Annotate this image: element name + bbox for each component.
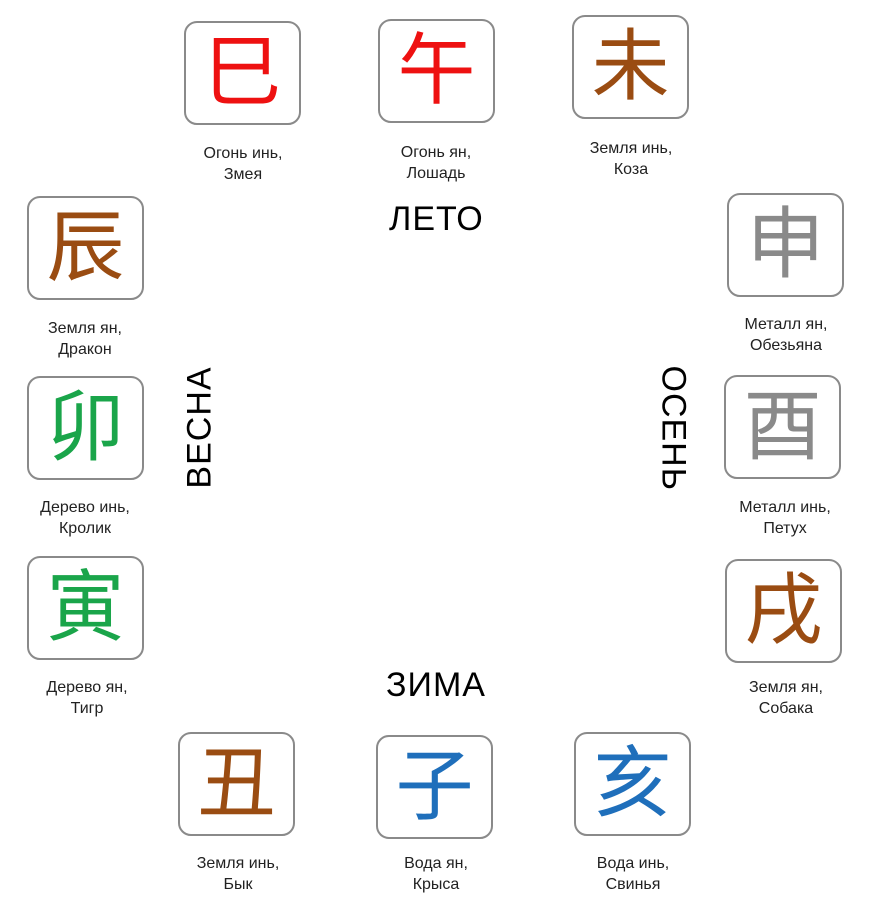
caption-line-2: Змея — [223, 166, 263, 183]
caption-line-2: Коза — [613, 161, 649, 178]
branch-caption-horse: Огонь ян, Лошадь — [356, 142, 516, 184]
branch-glyph-snake: 巳 — [203, 28, 282, 118]
season-summer: ЛЕТО — [389, 200, 484, 238]
branch-tile-rat: 子 — [376, 735, 493, 839]
caption-line-2: Дракон — [58, 341, 112, 358]
branch-tile-tiger: 寅 — [27, 556, 144, 660]
caption-line-2: Крыса — [412, 876, 460, 893]
caption-line-1: Дерево ян, — [46, 679, 128, 696]
caption-line-2: Бык — [223, 876, 253, 893]
caption-line-2: Тигр — [70, 700, 104, 717]
caption-line-2: Петух — [763, 520, 807, 537]
branch-glyph-rat: 子 — [395, 742, 474, 832]
branch-glyph-pig: 亥 — [593, 739, 672, 829]
branch-caption-goat: Земля инь, Коза — [551, 138, 711, 180]
caption-line-1: Дерево инь, — [40, 499, 130, 516]
branch-glyph-rabbit: 卯 — [46, 383, 125, 473]
branch-glyph-goat: 未 — [591, 22, 670, 112]
branch-caption-dog: Земля ян, Собака — [706, 677, 866, 719]
caption-line-1: Земля инь, — [589, 140, 673, 157]
caption-line-1: Вода ян, — [404, 855, 468, 872]
caption-line-1: Огонь инь, — [203, 145, 283, 162]
caption-line-1: Металл инь, — [739, 499, 831, 516]
branch-tile-horse: 午 — [378, 19, 495, 123]
season-autumn: ОСЕНЬ — [654, 365, 693, 492]
branch-tile-snake: 巳 — [184, 21, 301, 125]
branch-tile-pig: 亥 — [574, 732, 691, 836]
branch-caption-rabbit: Дерево инь, Кролик — [5, 497, 165, 539]
branch-glyph-monkey: 申 — [746, 200, 825, 290]
branch-glyph-ox: 丑 — [197, 739, 276, 829]
branch-caption-rat: Вода ян, Крыса — [356, 853, 516, 895]
season-spring: ВЕСНА — [180, 366, 219, 489]
branch-caption-pig: Вода инь, Свинья — [553, 853, 713, 895]
caption-line-2: Лошадь — [406, 165, 466, 182]
caption-line-1: Металл ян, — [744, 316, 828, 333]
branch-tile-rabbit: 卯 — [27, 376, 144, 480]
season-winter: ЗИМА — [386, 666, 486, 704]
branch-glyph-dog: 戌 — [744, 566, 823, 656]
branch-glyph-tiger: 寅 — [46, 563, 125, 653]
branch-tile-rooster: 酉 — [724, 375, 841, 479]
caption-line-1: Земля ян, — [48, 320, 122, 337]
branch-caption-monkey: Металл ян, Обезьяна — [706, 314, 866, 356]
branch-tile-dog: 戌 — [725, 559, 842, 663]
caption-line-1: Земля инь, — [196, 855, 280, 872]
caption-line-1: Вода инь, — [596, 855, 670, 872]
branch-tile-monkey: 申 — [727, 193, 844, 297]
branch-glyph-horse: 午 — [397, 26, 476, 116]
branch-caption-rooster: Металл инь, Петух — [705, 497, 865, 539]
branch-tile-goat: 未 — [572, 15, 689, 119]
caption-line-2: Обезьяна — [749, 337, 823, 354]
caption-line-2: Собака — [758, 700, 814, 717]
caption-line-2: Кролик — [58, 520, 112, 537]
branch-tile-ox: 丑 — [178, 732, 295, 836]
caption-line-1: Огонь ян, — [400, 144, 472, 161]
branch-caption-snake: Огонь инь, Змея — [163, 143, 323, 185]
caption-line-2: Свинья — [605, 876, 661, 893]
branch-caption-dragon: Земля ян, Дракон — [5, 318, 165, 360]
branch-glyph-rooster: 酉 — [743, 382, 822, 472]
branch-tile-dragon: 辰 — [27, 196, 144, 300]
branch-caption-ox: Земля инь, Бык — [158, 853, 318, 895]
caption-line-1: Земля ян, — [749, 679, 823, 696]
branch-caption-tiger: Дерево ян, Тигр — [7, 677, 167, 719]
branch-glyph-dragon: 辰 — [46, 203, 125, 293]
